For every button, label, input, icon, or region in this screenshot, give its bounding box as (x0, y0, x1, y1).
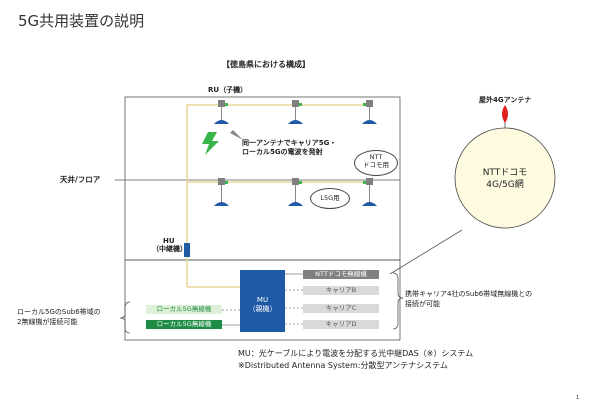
page-number: 1 (576, 395, 580, 401)
mu-connections (222, 273, 303, 326)
carrier-b-radio: キャリアB (303, 286, 379, 295)
ntt-network-line1: NTTドコモ (482, 168, 528, 178)
mu-label: MU (256, 296, 269, 304)
left-note-line1: ローカル5GのSub6帯域の (17, 308, 101, 316)
upper-floor-frame (124, 96, 401, 261)
footnote-line2: ※Distributed Antenna System:分散型アンテナシステム (238, 361, 448, 370)
antenna-icon (362, 202, 377, 206)
local5g-radio-a: ローカル5G無線機 (146, 305, 222, 314)
antenna-icon (288, 120, 303, 124)
lightning-icon (202, 132, 219, 155)
antenna-icon (214, 120, 229, 124)
ru-unit (362, 100, 377, 124)
ru-unit (214, 100, 229, 124)
ru-unit (288, 100, 303, 124)
carrier-d-radio: キャリアD (303, 320, 379, 329)
ru-label: RU（子機） (208, 86, 248, 94)
mu-sublabel: （親機） (248, 305, 277, 313)
same-antenna-caption-2: ローカル5Gの電波を発射 (242, 148, 323, 156)
hu-box (184, 243, 190, 257)
ceiling-floor-label: 天井/フロア (60, 175, 101, 184)
outdoor-antenna-label: 屋外4Gアンテナ (479, 96, 532, 104)
ru-unit (214, 178, 229, 206)
ru-row-lower (214, 178, 377, 206)
ntt-network-line2: 4G/5G網 (486, 180, 524, 190)
mu-box (240, 270, 285, 332)
left-note-line2: 2無線機が接続可能 (17, 318, 78, 326)
carrier-c-radio: キャリアC (303, 304, 379, 313)
ru-unit (362, 178, 377, 206)
antenna-icon (288, 202, 303, 206)
callout-pointer (230, 130, 243, 140)
diagram-subtitle: 【徳島県における構成】 (222, 60, 310, 69)
ntt-uplink (389, 229, 463, 275)
hu-label: HU (163, 237, 175, 245)
ru-row-upper (214, 100, 377, 124)
ntt-callout-line1: NTT (369, 153, 383, 161)
footnote-line1: MU：光ケーブルにより電波を分配する光中継DAS（※）システム (238, 349, 474, 358)
l5g-callout-label: L5G用 (320, 194, 340, 202)
ntt-callout-bubble: NTT ドコモ用 (354, 150, 398, 176)
local5g-radio-b: ローカル5G無線機 (146, 320, 222, 329)
page-title: 5G共用装置の説明 (18, 12, 145, 30)
ntt-callout-line2: ドコモ用 (363, 160, 389, 169)
ntt-docomo-radio: NTTドコモ無線機 (303, 270, 379, 279)
l5g-callout-bubble: L5G用 (310, 188, 350, 209)
right-note-line1: 携帯キャリア4社のSub6帯域無線機との (405, 290, 533, 298)
left-brace (119, 301, 131, 334)
antenna-icon (362, 120, 377, 124)
same-antenna-caption-1: 同一アンテナでキャリア5G・ (242, 139, 337, 147)
hu-sublabel: （中継機） (152, 245, 187, 253)
ru-unit (288, 178, 303, 206)
right-note-line2: 接続が可能 (405, 300, 440, 308)
optical-cables (186, 104, 370, 288)
lower-floor-frame (124, 259, 401, 341)
antenna-icon (214, 202, 229, 206)
outdoor-antenna-icon (502, 105, 508, 123)
right-brace (392, 272, 404, 330)
